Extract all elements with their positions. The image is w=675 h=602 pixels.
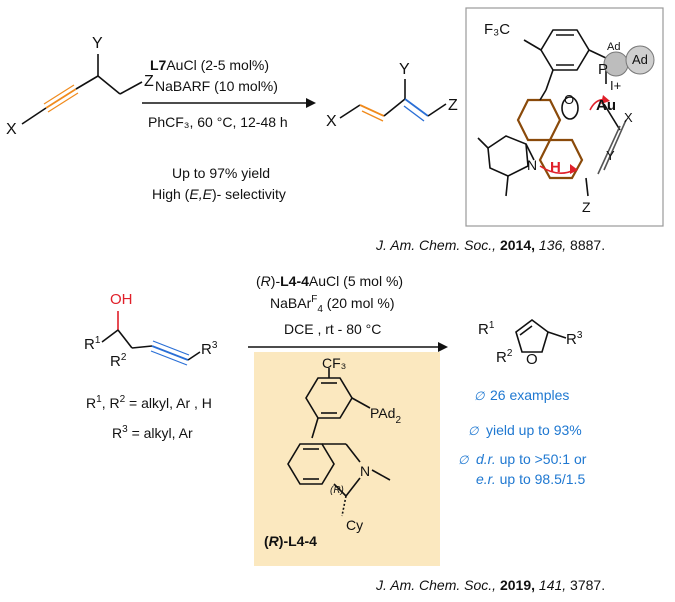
bullet-icon: ∅ xyxy=(468,424,479,438)
product-2-r3: R3 xyxy=(566,330,583,348)
substrate-1-y: Y xyxy=(92,35,103,52)
ligand-stereo-r: (R) xyxy=(330,485,344,496)
ligand-pad2: PAd2 xyxy=(370,405,401,426)
reaction-2-solvent: DCE , rt - 80 °C xyxy=(284,321,381,337)
substrate-2 xyxy=(101,311,201,366)
substrate-2-r3: R3 xyxy=(201,340,218,358)
product-1-z: Z xyxy=(448,97,458,114)
mech-ad1: Ad xyxy=(607,41,620,53)
reaction-2-arrowhead xyxy=(438,342,448,352)
product-1 xyxy=(339,79,447,122)
reaction-2-additive: NaBArF4 (20 mol %) xyxy=(270,294,394,315)
reaction-1: X Y Z L7AuCl (2-5 mol%) NaBARF (10 mol%)… xyxy=(6,35,458,202)
mech-p: P xyxy=(598,61,608,78)
highlight-yield: yield up to 93% xyxy=(486,422,582,438)
mech-au: Au xyxy=(596,97,616,114)
highlight-dr: d.r. up to >50:1 or xyxy=(476,451,587,467)
ligand-n: N xyxy=(360,463,370,479)
product-1-x: X xyxy=(326,113,337,130)
citation-2: J. Am. Chem. Soc., 2019, 141, 3787. xyxy=(375,577,605,593)
mech-z: Z xyxy=(582,199,591,215)
mech-n: N xyxy=(527,157,537,173)
highlight-list: ∅ 26 examples ∅ yield up to 93% ∅ d.r. u… xyxy=(458,387,587,487)
mech-h: H xyxy=(550,159,561,176)
product-2-r1: R1 xyxy=(478,320,495,338)
product-2 xyxy=(515,319,567,353)
product-1-y: Y xyxy=(399,61,410,78)
substrate-2-r2: R2 xyxy=(110,352,127,370)
substrate-1-x: X xyxy=(6,121,17,138)
ligand-cy: Cy xyxy=(346,517,363,533)
mech-x: X xyxy=(624,110,633,125)
reaction-1-catalyst: L7AuCl (2-5 mol%) xyxy=(150,57,269,73)
reaction-1-arrowhead xyxy=(306,98,316,108)
reaction-2: OH R1 R2 R3 R1, R2 = alkyl, Ar , H R3 = … xyxy=(84,273,587,566)
reaction-1-selectivity: High (E,E)- selectivity xyxy=(152,186,286,202)
mech-iplus: I+ xyxy=(610,78,621,93)
bullet-icon: ∅ xyxy=(474,389,485,403)
bullet-icon: ∅ xyxy=(458,453,469,467)
r-group-definition-1: R1, R2 = alkyl, Ar , H xyxy=(86,394,212,411)
substrate-1-z: Z xyxy=(144,73,154,90)
highlight-er: e.r. up to 98.5/1.5 xyxy=(476,471,585,487)
product-2-o: O xyxy=(526,351,538,368)
ligand-panel xyxy=(254,352,440,566)
ligand-cf3: CF₃ xyxy=(322,355,346,371)
ligand-label: (R)-L4-4 xyxy=(264,533,317,549)
r-group-definition-2: R3 = alkyl, Ar xyxy=(112,424,193,441)
reaction-1-yield: Up to 97% yield xyxy=(172,165,270,181)
mechanism-box: F₃C P Ad Ad I+ Au O X Y Z N H xyxy=(465,7,664,227)
ligand-structure xyxy=(287,368,391,517)
substrate-1 xyxy=(21,54,143,125)
reaction-1-additive: NaBARF (10 mol%) xyxy=(155,78,278,94)
mech-ad2: Ad xyxy=(632,52,648,67)
mech-y: Y xyxy=(606,148,615,163)
substrate-2-oh: OH xyxy=(110,291,133,308)
substrate-2-r1: R1 xyxy=(84,335,101,353)
mech-o: O xyxy=(564,92,574,107)
reaction-1-conditions: PhCF₃, 60 °C, 12-48 h xyxy=(148,114,288,130)
citation-1: J. Am. Chem. Soc., 2014, 136, 8887. xyxy=(375,237,605,253)
highlight-examples: 26 examples xyxy=(490,387,569,403)
reaction-2-catalyst: (R)-L4-4AuCl (5 mol %) xyxy=(256,273,403,289)
mech-cf3: F₃C xyxy=(484,21,510,38)
product-2-r2: R2 xyxy=(496,348,513,366)
